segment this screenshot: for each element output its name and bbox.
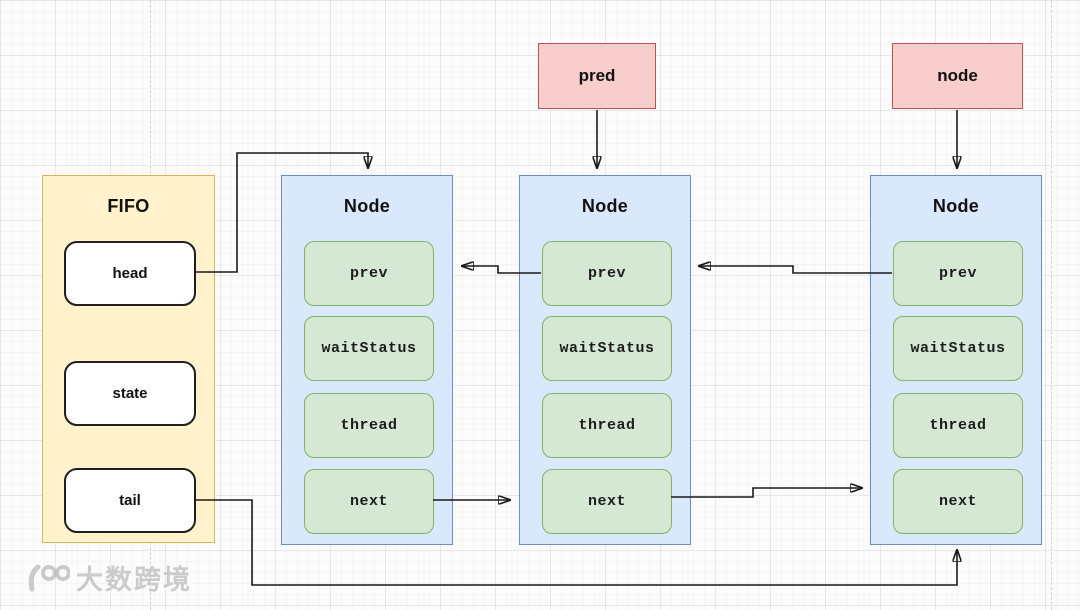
fifo-slot-head: head (64, 241, 196, 306)
node-2-field-next: next (542, 469, 672, 534)
node-2-prev-label: prev (587, 265, 626, 282)
node-2-field-thread: thread (542, 393, 672, 458)
node-container-1: Node prev waitStatus thread next (281, 175, 453, 545)
node-1-prev-label: prev (349, 265, 388, 282)
node-2-field-waitstatus: waitStatus (542, 316, 672, 381)
fifo-container: FIFO head state tail (42, 175, 215, 543)
node-pointer-label: node (937, 66, 978, 85)
node-1-field-next: next (304, 469, 434, 534)
node-1-next-label: next (349, 493, 388, 510)
fifo-slot-tail-label: tail (119, 492, 141, 509)
node-pointer-box: node (892, 43, 1023, 109)
node-2-field-prev: prev (542, 241, 672, 306)
node-3-field-waitstatus: waitStatus (893, 316, 1023, 381)
arrow-node2-next-to-node3 (671, 488, 862, 498)
node-2-waitstatus-label: waitStatus (559, 340, 655, 357)
watermark-logo-icon (28, 564, 70, 591)
node-2-title: Node (581, 196, 629, 216)
node-3-title: Node (932, 196, 980, 216)
watermark: 大数跨境 (24, 558, 192, 597)
node-3-field-prev: prev (893, 241, 1023, 306)
node-1-field-prev: prev (304, 241, 434, 306)
node-2-next-label: next (587, 493, 626, 510)
node-1-waitstatus-label: waitStatus (321, 340, 417, 357)
watermark-text: 大数跨境 (76, 565, 192, 596)
node-3-next-label: next (938, 493, 977, 510)
node-1-thread-label: thread (340, 417, 398, 434)
fifo-title: FIFO (107, 196, 150, 216)
node-3-field-thread: thread (893, 393, 1023, 458)
page-boundary-line-right (1051, 0, 1052, 610)
fifo-slot-state-label: state (112, 385, 148, 402)
fifo-slot-head-label: head (112, 265, 148, 282)
node-container-3: Node prev waitStatus thread next (870, 175, 1042, 545)
node-1-title: Node (343, 196, 391, 216)
node-3-prev-label: prev (938, 265, 977, 282)
node-1-field-waitstatus: waitStatus (304, 316, 434, 381)
fifo-slot-state: state (64, 361, 196, 426)
pred-pointer-box: pred (538, 43, 656, 109)
node-2-thread-label: thread (578, 417, 636, 434)
fifo-slot-tail: tail (64, 468, 196, 533)
node-3-thread-label: thread (929, 417, 987, 434)
node-3-field-next: next (893, 469, 1023, 534)
node-container-2: Node prev waitStatus thread next (519, 175, 691, 545)
pred-pointer-label: pred (578, 66, 616, 85)
node-1-field-thread: thread (304, 393, 434, 458)
arrow-node3-prev-to-node2 (699, 266, 892, 274)
node-3-waitstatus-label: waitStatus (910, 340, 1006, 357)
